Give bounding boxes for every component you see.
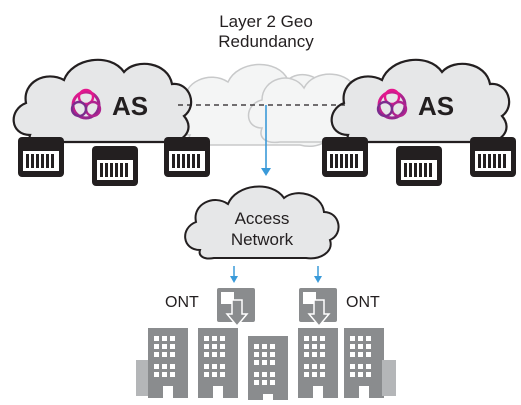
building-icon [148,328,188,398]
server-icon [92,146,138,186]
title-line-1: Layer 2 Geo [219,12,313,31]
building-icon [198,328,238,398]
left-as-cloud: AS [12,58,193,144]
server-icon [322,137,368,177]
building-icon [298,328,338,398]
ont-right-label: ONT [346,294,380,311]
arrow-down [261,105,271,176]
building-icon [382,360,396,396]
buildings [136,328,396,405]
server-icon [396,146,442,186]
left-as-label: AS [112,91,148,121]
arrow-down [314,266,322,283]
ont-icon [299,288,337,328]
arrow-down [230,266,238,283]
access-network-line-2: Network [231,230,294,249]
ont-left: ONT [165,288,255,328]
ont-left-label: ONT [165,294,199,311]
title-line-2: Redundancy [218,32,314,51]
access-network-cloud: Access Network [184,185,340,260]
right-as-label: AS [418,91,454,121]
right-as-cloud: AS [330,58,511,144]
building-icon [136,360,150,396]
server-icon [470,137,516,177]
access-network-line-1: Access [235,209,290,228]
server-icon [18,137,64,177]
server-icon [164,137,210,177]
building-icon [248,336,288,405]
ont-icon [217,288,255,328]
building-icon [344,328,384,398]
ont-right: ONT [299,288,380,328]
